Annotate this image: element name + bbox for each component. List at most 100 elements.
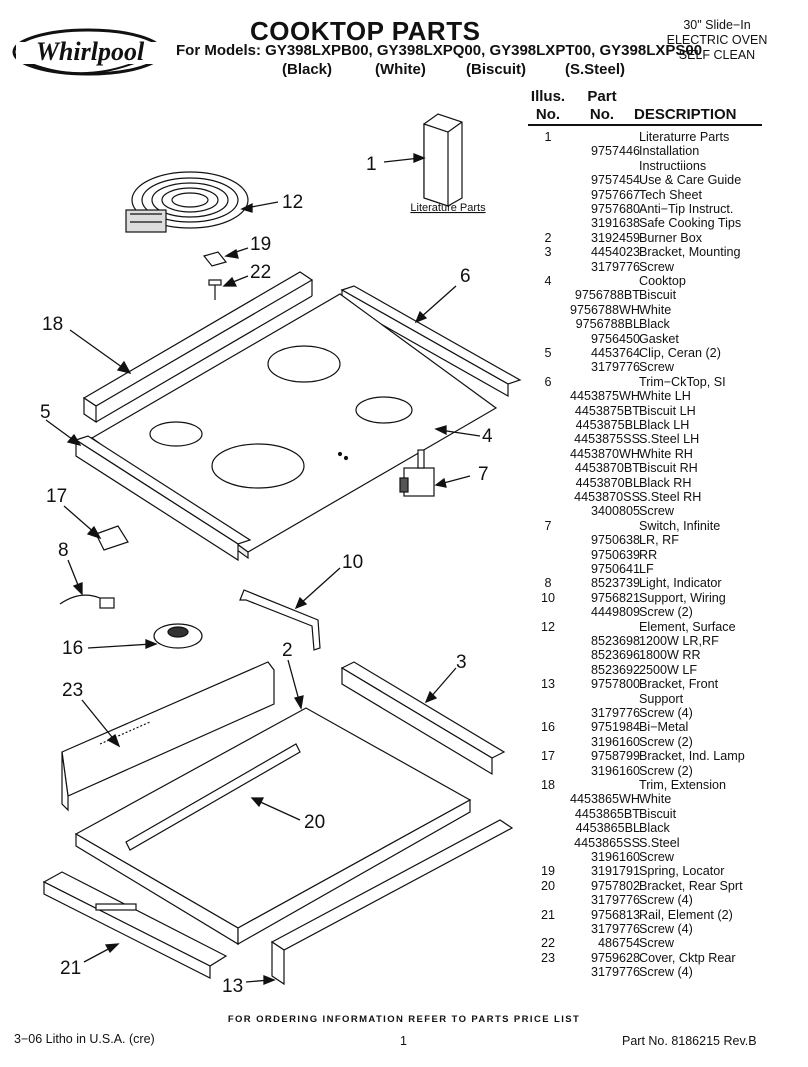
color-steel: (S.Steel) — [565, 61, 626, 78]
part-description: Biscuit LH — [639, 403, 696, 418]
part-description: Biscuit — [639, 288, 677, 303]
ordering-note: FOR ORDERING INFORMATION REFER TO PARTS … — [227, 1014, 581, 1025]
part-description: Literaturre Parts — [639, 130, 730, 144]
part-number: 9759628 — [590, 950, 640, 965]
part-description: LR, RF — [639, 533, 679, 548]
part-description: Trim−CkTop, SI — [639, 374, 726, 389]
callout-16: 16 — [62, 638, 83, 659]
part-description: Rail, Element (2) — [639, 907, 733, 922]
part-number: 3196160 — [590, 734, 640, 749]
callout-21: 21 — [60, 958, 81, 979]
part-description: Burner Box — [639, 230, 702, 245]
part-description: Screw — [639, 504, 674, 519]
range-type-line: ELECTRIC OVEN — [666, 33, 768, 47]
part-number: 9756813 — [590, 907, 640, 922]
part-description: Instructiions — [639, 158, 707, 173]
illus-number: 6 — [544, 374, 552, 389]
part-number: 9757667 — [590, 187, 640, 202]
part-description: Screw (2) — [639, 763, 693, 778]
part-description: LF — [639, 562, 654, 576]
part-number: 9758799 — [590, 749, 640, 764]
range-type-line: SELF CLEAN — [678, 48, 756, 62]
illus-number: 21 — [540, 907, 555, 922]
illus-number: 16 — [540, 720, 555, 735]
header-part: Part No. — [580, 88, 624, 124]
part-number: 4453875WH — [569, 389, 640, 404]
illus-number: 8 — [544, 576, 552, 591]
part-description: Safe Cooking Tips — [639, 216, 742, 231]
part-description: Screw (4) — [639, 922, 693, 936]
part-description: Screw (2) — [639, 734, 693, 749]
part-description: Support, Wiring — [639, 590, 726, 605]
extension-trim — [82, 271, 314, 424]
whirlpool-logo: Whirlpool — [12, 28, 166, 76]
models-line: For Models: GY398LXPB00, GY398LXPQ00, GY… — [176, 42, 703, 59]
part-number: 3179776 — [590, 259, 640, 274]
part-number: 3400805 — [590, 504, 640, 519]
color-black: (Black) — [282, 61, 333, 78]
part-description: Element, Surface — [639, 619, 736, 634]
part-description: Screw — [639, 360, 674, 375]
illus-number: 17 — [540, 749, 555, 764]
part-description: Screw — [639, 936, 674, 951]
part-number: 4453875BT — [574, 403, 640, 418]
range-type-line: 30" Slide−In — [683, 18, 751, 32]
literature-booklet — [423, 113, 463, 207]
illus-number: 13 — [540, 677, 555, 692]
part-number: 3196160 — [590, 850, 640, 864]
part-description: Biscuit RH — [639, 461, 698, 476]
part-description: Bracket, Rear Sprt — [639, 878, 743, 893]
part-description: Trim, Extension — [639, 778, 727, 792]
callout-23: 23 — [62, 680, 83, 701]
part-description: Biscuit — [639, 806, 677, 821]
part-description: Cover, Cktp Rear — [639, 950, 736, 965]
callout-3: 3 — [456, 652, 467, 673]
part-description: Clip, Ceran (2) — [639, 346, 721, 360]
part-number: 4453865WH — [569, 792, 640, 807]
part-number: 9756788BL — [575, 317, 640, 332]
part-number: 9757446 — [590, 144, 640, 159]
part-number: 8523698 — [590, 634, 640, 648]
color-white: (White) — [375, 61, 426, 78]
part-description: White RH — [639, 446, 693, 461]
illus-number: 2 — [544, 230, 552, 245]
part-description: Black RH — [639, 475, 692, 490]
part-description: White LH — [639, 389, 691, 404]
part-number: 3179776 — [590, 706, 640, 720]
part-description: Bracket, Front — [639, 677, 719, 692]
part-description: S.Steel RH — [639, 490, 702, 504]
part-number: 9757454 — [590, 173, 640, 188]
part-description: Screw (4) — [639, 893, 693, 908]
part-description: Screw (2) — [639, 605, 693, 620]
illus-number: 18 — [540, 778, 555, 792]
callout-20: 20 — [304, 812, 325, 833]
callout-13: 13 — [222, 976, 243, 997]
part-number: 4453865SS — [574, 835, 640, 850]
page-number: 1 — [400, 1034, 407, 1048]
part-number: 3191638 — [590, 216, 640, 231]
illus-number: 22 — [540, 936, 555, 951]
part-description: Screw (4) — [639, 706, 693, 720]
part-number: 9750641 — [590, 562, 640, 576]
part-description: Black LH — [639, 418, 690, 432]
illus-number: 1 — [544, 130, 552, 144]
color-biscuit: (Biscuit) — [466, 61, 526, 78]
header-illus-line2: No. — [535, 106, 561, 123]
part-number: 4453870BT — [574, 461, 640, 476]
part-number: 4453865BT — [574, 806, 640, 821]
illus-number: 20 — [540, 878, 555, 893]
part-description: RR — [639, 547, 658, 562]
part-description: Screw — [639, 850, 674, 864]
part-number: 9750639 — [590, 547, 640, 562]
illus-number: 4 — [544, 274, 552, 288]
part-description: Black — [639, 317, 670, 332]
part-number: 4453865BL — [575, 821, 640, 836]
part-number: 486754 — [597, 936, 640, 951]
part-number: 4453870BL — [575, 475, 640, 490]
part-number: 4453870WH — [569, 446, 640, 461]
part-description: S.Steel LH — [639, 432, 700, 447]
part-number: 9757802 — [590, 878, 640, 893]
part-description: Cooktop — [639, 274, 686, 288]
infinite-switch — [399, 449, 435, 497]
callout-17: 17 — [46, 486, 67, 507]
